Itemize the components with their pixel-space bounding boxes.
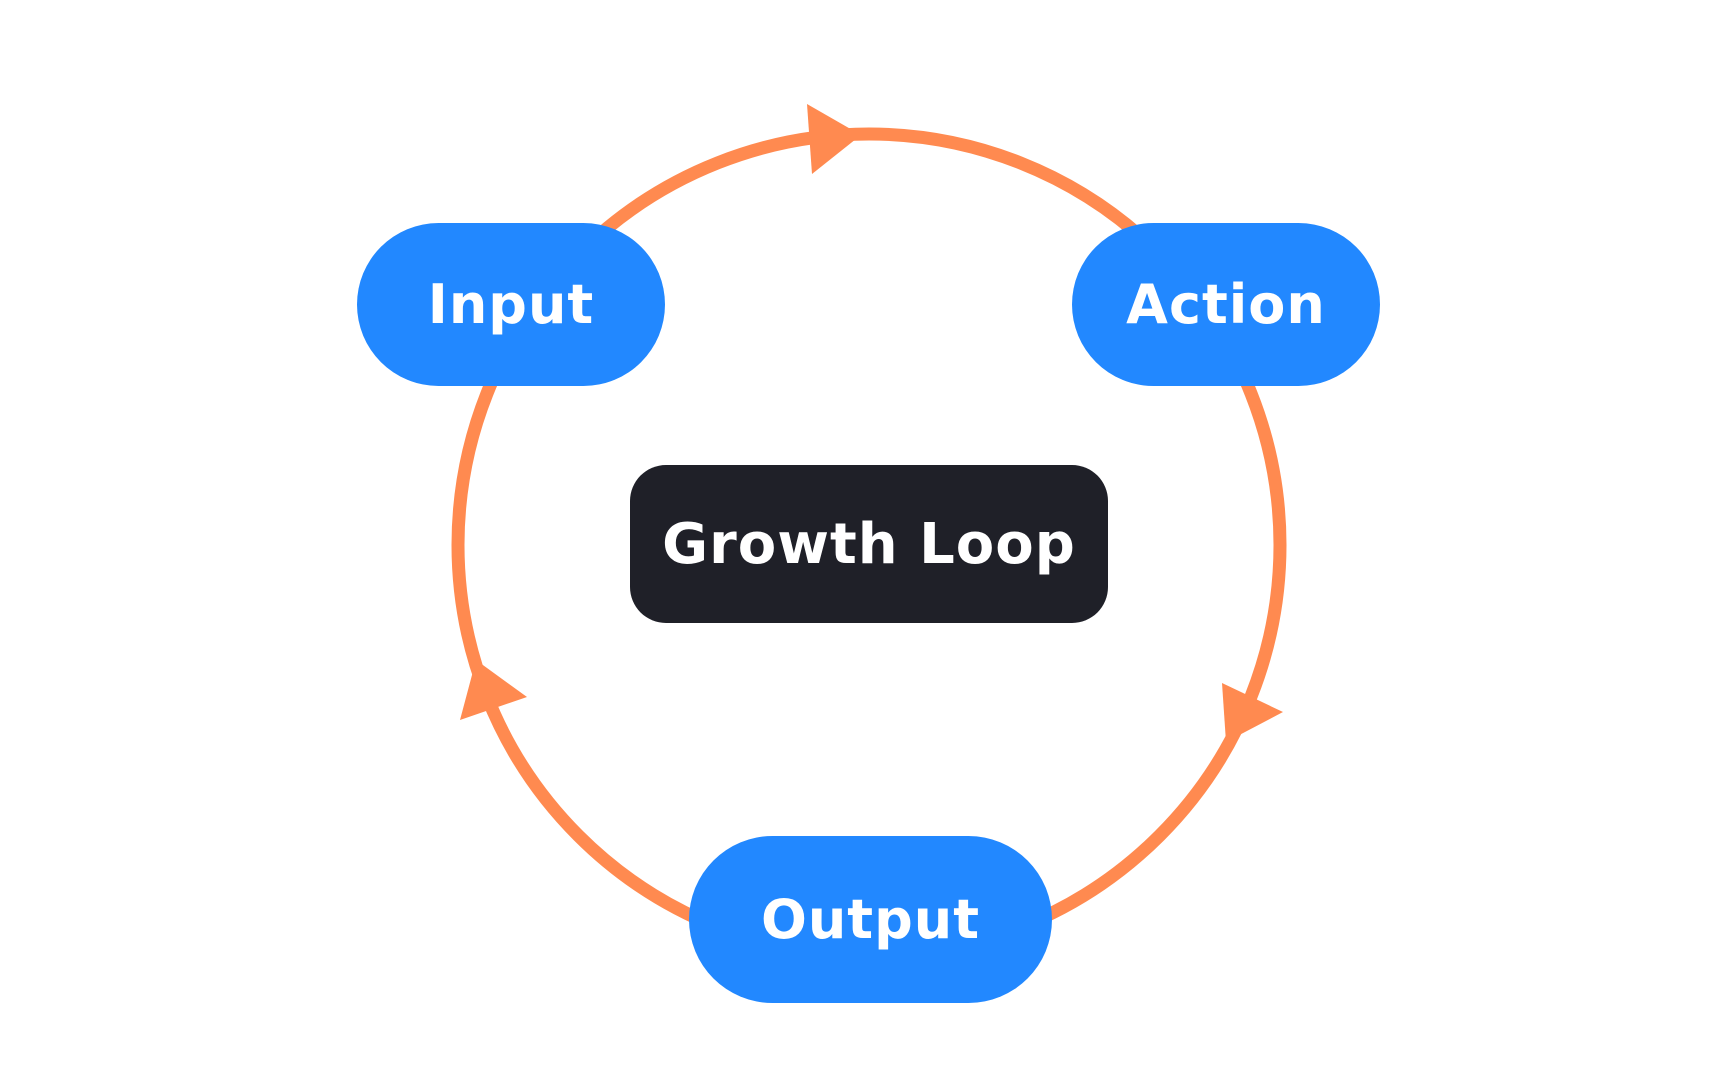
node-action: Action: [1072, 223, 1380, 386]
node-output-label: Output: [760, 888, 981, 951]
center-title: Growth Loop: [662, 511, 1076, 577]
arrow-output-to-input: [460, 660, 527, 720]
node-input: Input: [357, 223, 665, 386]
center-title-box: Growth Loop: [630, 465, 1108, 623]
arrow-input-to-action: [807, 104, 861, 174]
arrow-action-to-output: [1222, 683, 1283, 742]
node-input-label: Input: [427, 273, 595, 336]
node-output: Output: [689, 836, 1052, 1003]
node-action-label: Action: [1126, 273, 1326, 336]
